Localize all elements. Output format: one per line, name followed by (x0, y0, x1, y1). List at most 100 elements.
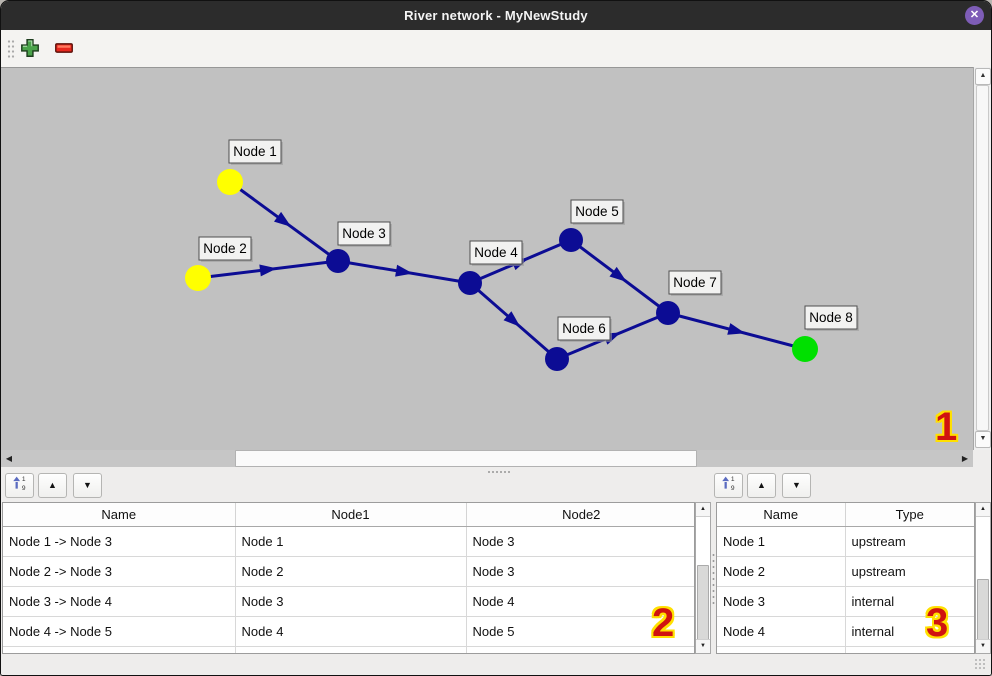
table-cell[interactable]: Node 3 (466, 526, 694, 557)
table-cell[interactable]: Node 3 -> Node 4 (3, 586, 236, 617)
nodes-move-up-button[interactable]: ▲ (747, 473, 776, 498)
table-cell[interactable]: Node 4 -> Node 5 (3, 616, 236, 647)
column-header-name[interactable]: Name (3, 503, 236, 527)
links-move-up-button[interactable]: ▲ (38, 473, 67, 498)
remove-node-button[interactable] (51, 36, 77, 62)
table-cell[interactable]: Node 4 (466, 586, 694, 617)
table-cell[interactable]: Node 2 (235, 556, 467, 587)
scroll-right-icon[interactable]: ▶ (961, 454, 969, 463)
node-label-node-8[interactable]: Node 8 (804, 305, 859, 331)
table-cell[interactable]: Node 2 -> Node 3 (3, 556, 236, 587)
graph-node-node-7[interactable] (656, 301, 680, 325)
links-scroll-thumb[interactable] (697, 565, 709, 641)
nodes-scroll-thumb[interactable] (977, 579, 989, 640)
label-text: Node 8 (809, 310, 853, 325)
graph-node-node-4[interactable] (458, 271, 482, 295)
links-move-down-button[interactable]: ▼ (73, 473, 102, 498)
table-cell[interactable] (3, 646, 236, 653)
node-label-node-1[interactable]: Node 1 (228, 139, 283, 165)
nodes-table-scrollbar[interactable]: ▲ ▼ (975, 502, 991, 654)
graph-node-node-5[interactable] (559, 228, 583, 252)
graph-node-node-2[interactable] (185, 265, 211, 291)
nodes-move-down-button[interactable]: ▼ (782, 473, 811, 498)
table-cell[interactable]: Node 3 (235, 586, 467, 617)
table-cell[interactable]: Node 4 (717, 616, 846, 647)
vertical-scroll-thumb[interactable] (976, 85, 989, 431)
canvas-vertical-scrollbar[interactable]: ▲ ▼ (973, 67, 991, 450)
graph-node-node-6[interactable] (545, 347, 569, 371)
horizontal-scroll-thumb[interactable] (235, 450, 697, 467)
label-box (570, 199, 624, 224)
nodes-sort-button[interactable]: 1 9 (714, 473, 743, 498)
scroll-down-icon[interactable]: ▼ (976, 639, 990, 653)
node-label-node-7[interactable]: Node 7 (668, 270, 723, 296)
graph-node-node-8[interactable] (792, 336, 818, 362)
add-node-button[interactable] (17, 36, 43, 62)
table-cell[interactable]: Node 4 (235, 616, 467, 647)
horizontal-splitter[interactable] (1, 467, 991, 474)
table-cell[interactable]: Node 3 (466, 556, 694, 587)
scroll-down-icon[interactable]: ▼ (975, 431, 991, 448)
graph-node-node-3[interactable] (326, 249, 350, 273)
table-cell[interactable]: internal (845, 616, 974, 647)
river-network-canvas[interactable]: Node 1 Node 2 Node 3 Node 4 Node 5 Node 6 Node… (1, 67, 973, 450)
edge-arrow-icon (503, 311, 521, 327)
annotation-step-1: 1 (935, 405, 958, 449)
table-cell[interactable]: upstream (845, 526, 974, 557)
column-header-type[interactable]: Type (845, 503, 974, 527)
column-header-node1[interactable]: Node1 (235, 503, 467, 527)
table-cell[interactable]: Node 2 (717, 556, 846, 587)
column-header-node2[interactable]: Node2 (466, 503, 694, 527)
node-label-node-4[interactable]: Node 4 (469, 240, 524, 266)
links-table-scrollbar[interactable]: ▲ ▼ (695, 502, 711, 654)
column-header-name[interactable]: Name (717, 503, 846, 527)
table-row[interactable] (3, 646, 694, 653)
table-cell[interactable]: internal (845, 586, 974, 617)
table-cell[interactable] (845, 646, 974, 653)
node-label-node-6[interactable]: Node 6 (557, 316, 612, 342)
close-button[interactable]: ✕ (965, 6, 984, 25)
table-cell[interactable] (466, 646, 694, 653)
scroll-up-icon[interactable]: ▲ (976, 503, 990, 517)
vertical-splitter[interactable] (711, 552, 716, 608)
svg-text:9: 9 (22, 485, 26, 491)
titlebar[interactable]: River network - MyNewStudy ✕ (1, 1, 991, 30)
table-cell[interactable]: Node 1 (717, 526, 846, 557)
canvas-horizontal-scrollbar[interactable]: ◀ ▶ (1, 450, 973, 467)
table-cell[interactable]: Node 5 (466, 616, 694, 647)
table-cell[interactable]: upstream (845, 556, 974, 587)
table-cell[interactable]: Node 3 (717, 586, 846, 617)
scroll-down-icon[interactable]: ▼ (696, 639, 710, 653)
table-cell[interactable] (717, 646, 846, 653)
graph-node-node-1[interactable] (217, 169, 243, 195)
toolbar-drag-handle[interactable] (7, 39, 16, 60)
table-row[interactable] (717, 646, 974, 653)
table-cell[interactable]: Node 1 (235, 526, 467, 557)
scroll-up-icon[interactable]: ▲ (975, 68, 991, 85)
node-label-node-5[interactable]: Node 5 (570, 199, 625, 225)
scroll-left-icon[interactable]: ◀ (5, 454, 13, 463)
annotation-step-2: 2 (652, 601, 675, 645)
table-cell[interactable] (235, 646, 467, 653)
add-plus-icon (21, 38, 39, 57)
scroll-up-icon[interactable]: ▲ (696, 503, 710, 517)
node-label-node-3[interactable]: Node 3 (337, 221, 392, 247)
splitter-handle-icon (487, 470, 511, 474)
links-sort-button[interactable]: 1 9 (5, 473, 34, 498)
table-cell[interactable]: Node 1 -> Node 3 (3, 526, 236, 557)
resize-grip-icon[interactable] (974, 658, 987, 671)
node-label-node-2[interactable]: Node 2 (198, 236, 253, 262)
move-up-icon: ▲ (757, 480, 766, 490)
